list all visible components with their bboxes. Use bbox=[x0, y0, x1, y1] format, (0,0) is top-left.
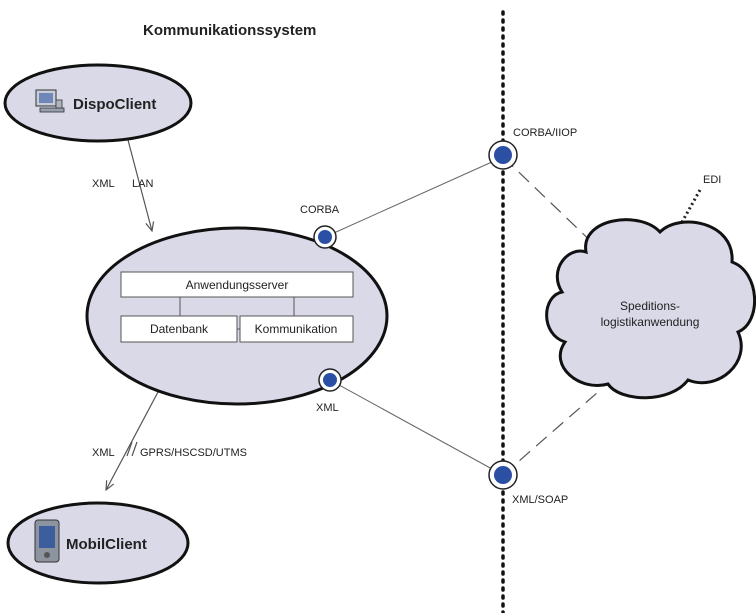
cloud-label-line1: Speditions- bbox=[620, 299, 680, 313]
xml-link-line bbox=[329, 379, 504, 476]
soap-cloud-dashed-line bbox=[502, 391, 599, 476]
boundary-soap-port bbox=[488, 460, 518, 490]
boundary-iiop-port bbox=[488, 140, 518, 170]
database-label: Datenbank bbox=[150, 322, 209, 336]
server-xml-label: XML bbox=[316, 402, 339, 414]
server-corba-port bbox=[313, 225, 337, 249]
corba-link-line bbox=[324, 156, 504, 238]
dispo-server-arrow bbox=[128, 140, 152, 231]
mobil-server-arrow bbox=[106, 392, 158, 490]
logistics-cloud-node: Speditions- logistikanwendung bbox=[545, 218, 756, 400]
mobil-client-node: MobilClient bbox=[6, 501, 190, 585]
mobil-network-label: GPRS/HSCSD/UTMS bbox=[140, 447, 247, 459]
wireless-break-mark bbox=[131, 441, 138, 457]
server-corba-label: CORBA bbox=[300, 204, 340, 216]
dispo-client-label: DispoClient bbox=[73, 96, 156, 113]
mobil-xml-label: XML bbox=[92, 447, 115, 459]
dispo-lan-label: LAN bbox=[132, 178, 153, 190]
server-xml-port bbox=[318, 368, 342, 392]
dispo-xml-label: XML bbox=[92, 178, 115, 190]
edi-label: EDI bbox=[703, 174, 721, 186]
app-server-box bbox=[120, 271, 354, 298]
mobil-client-label: MobilClient bbox=[66, 536, 147, 553]
pda-icon bbox=[34, 519, 60, 563]
cloud-label-line2: logistikanwendung bbox=[601, 315, 700, 329]
server-node: Anwendungsserver Datenbank Kommunikation bbox=[85, 226, 389, 406]
dispo-client-node: DispoClient bbox=[3, 63, 193, 143]
computer-icon bbox=[35, 89, 65, 113]
boundary-soap-label: XML/SOAP bbox=[512, 494, 568, 506]
wireless-break-mark bbox=[126, 441, 133, 457]
app-server-label: Anwendungsserver bbox=[186, 278, 289, 292]
communication-box bbox=[239, 315, 354, 343]
communication-label: Kommunikation bbox=[255, 322, 338, 336]
boundary-iiop-label: CORBA/IIOP bbox=[513, 127, 577, 139]
diagram-title: Kommunikationssystem bbox=[143, 22, 316, 39]
iiop-cloud-dashed-line bbox=[502, 156, 601, 251]
